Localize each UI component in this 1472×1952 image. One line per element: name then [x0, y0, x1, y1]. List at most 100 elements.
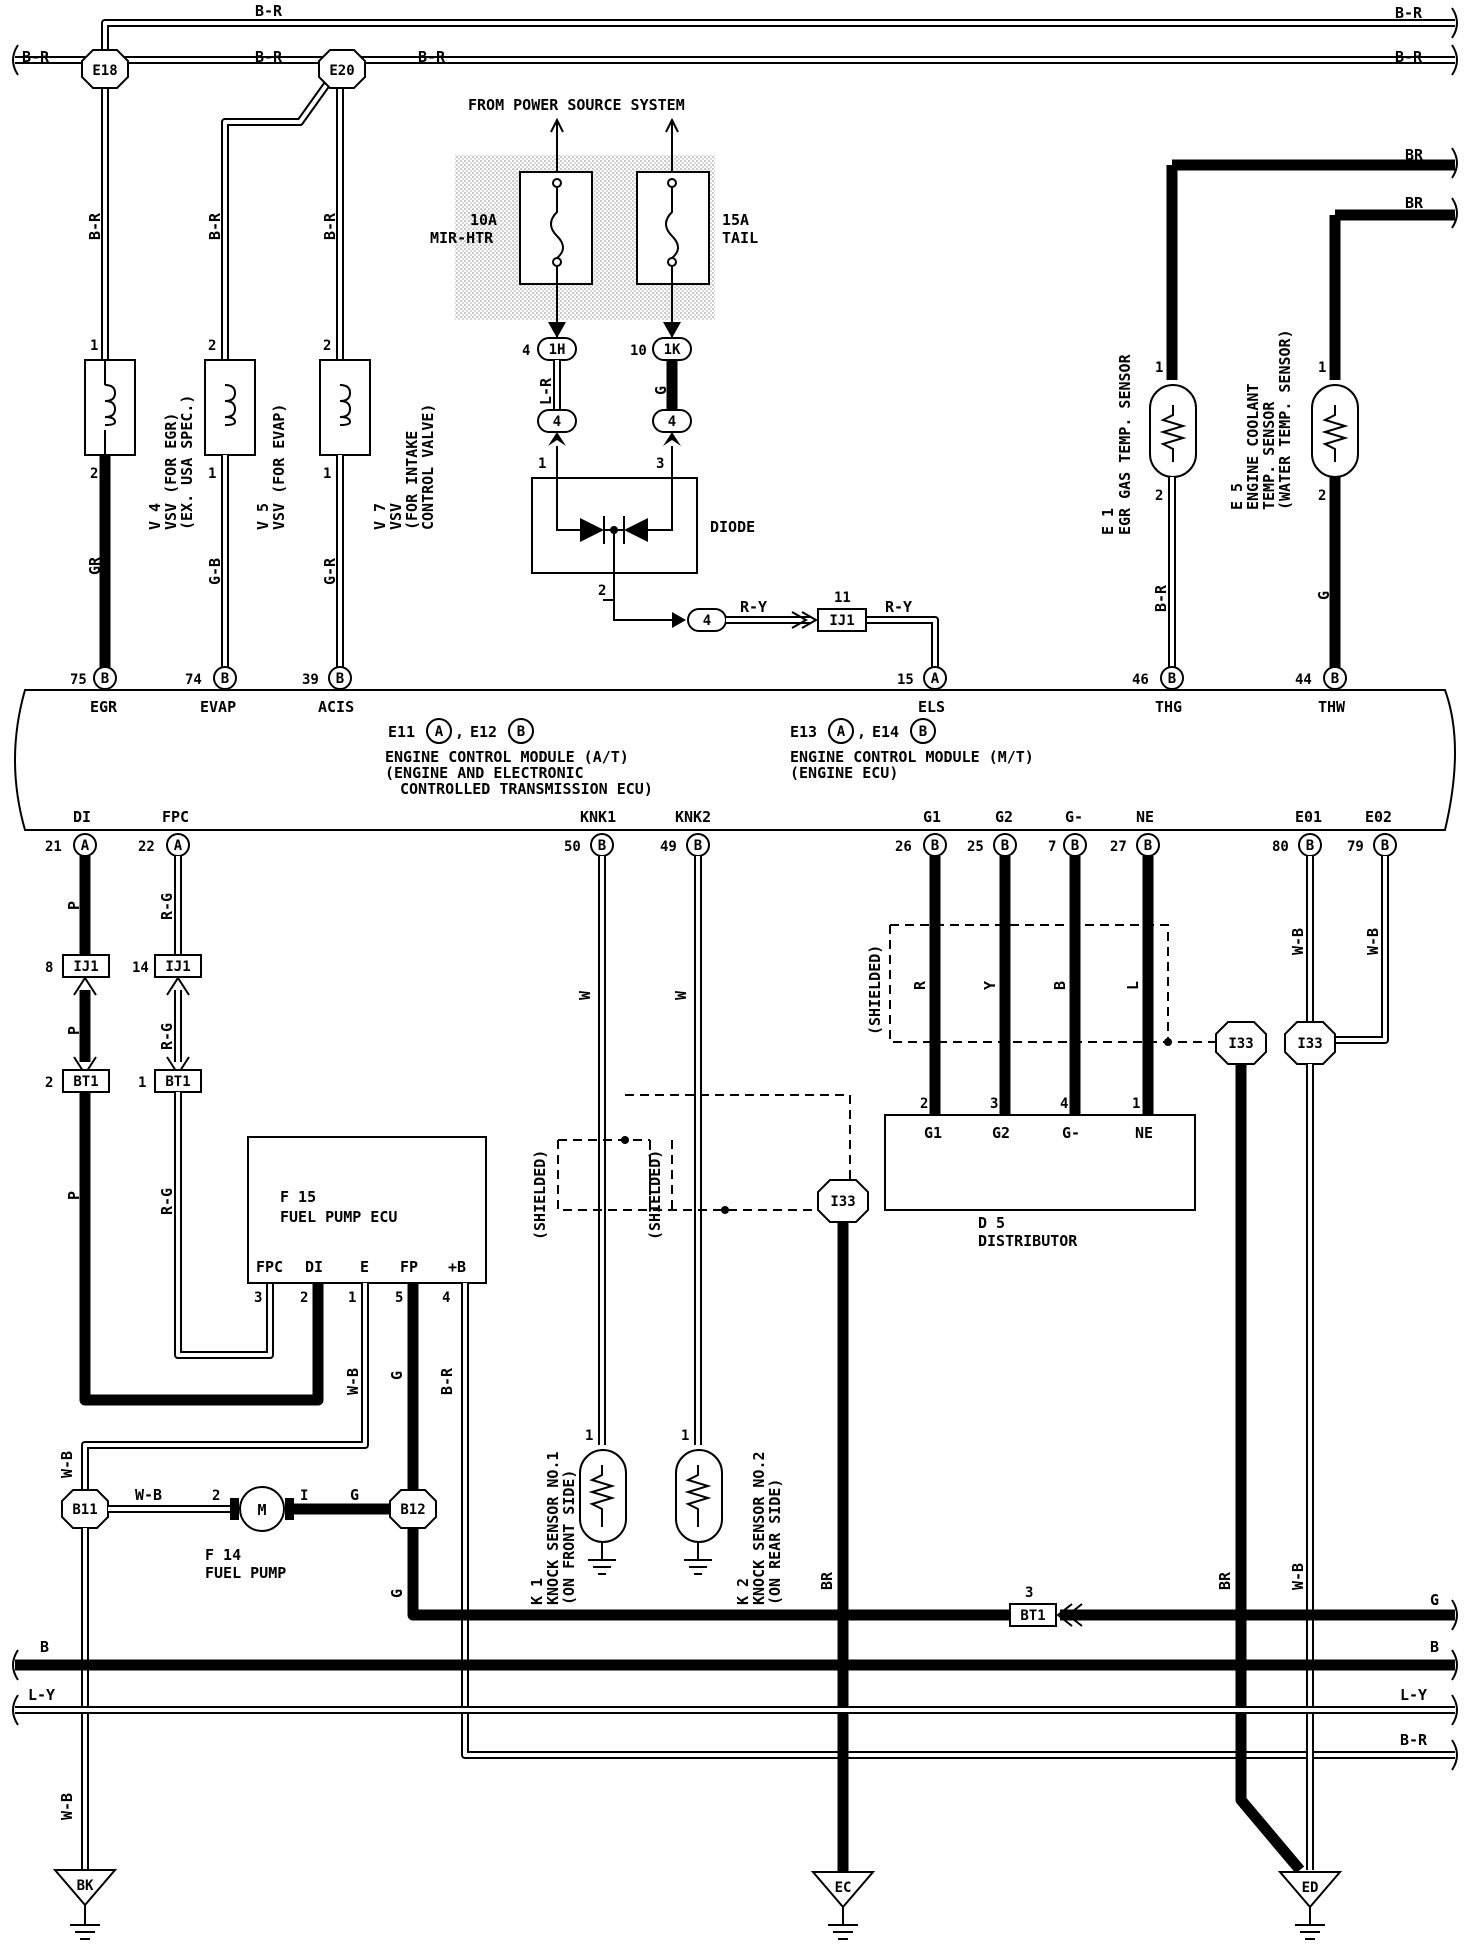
svg-text:49: 49 [660, 839, 677, 855]
svg-text:M: M [257, 1501, 266, 1519]
svg-text:DI: DI [305, 1258, 323, 1276]
connector-1k: 1K 10 [630, 337, 692, 361]
vsv-v4: 1 2 [84, 338, 136, 482]
wire-label-w1: W [576, 990, 594, 1000]
svg-text:2: 2 [1318, 488, 1326, 504]
svg-text:1: 1 [90, 338, 98, 354]
svg-text:B: B [517, 724, 525, 740]
wire-wb-e02 [1333, 856, 1389, 1044]
wire-g-to-bt1 [407, 1528, 1010, 1621]
fuse-feed-wires [556, 120, 673, 172]
svg-text:K 1: K 1 [528, 1578, 546, 1605]
connector-b11: B11 [61, 1489, 109, 1529]
wire-label-g-b12: G [388, 1589, 406, 1598]
svg-text:EVAP: EVAP [200, 698, 236, 716]
term-evap: B 74 EVAP [185, 666, 237, 716]
svg-text:DI: DI [73, 808, 91, 826]
term-di: DI A 21 [45, 808, 97, 857]
svg-text:2: 2 [1155, 488, 1163, 504]
fuse1-name: MIR-HTR [430, 229, 494, 247]
wire-label-wb-e01: W-B [1289, 928, 1307, 955]
label-v7: V 7 VSV (FOR INTAKE CONTROL VALVE) [371, 404, 437, 530]
connector-ij1-els: IJ1 11 [817, 590, 867, 632]
connector-i33-e0: I33 [1284, 1021, 1336, 1065]
wire-label-br2: BR [1405, 194, 1424, 212]
arrow-ry [791, 611, 819, 629]
svg-text:3: 3 [990, 1096, 998, 1112]
svg-text:8: 8 [45, 960, 53, 976]
svg-text:1: 1 [681, 1428, 689, 1444]
svg-text:2: 2 [920, 1096, 928, 1112]
fuse2-rating: 15A [722, 211, 749, 229]
svg-text:3: 3 [656, 456, 664, 472]
connector-4-ry: 4 [687, 608, 727, 632]
svg-text:NE: NE [1136, 808, 1154, 826]
wire-label-r: R [911, 980, 929, 990]
svg-text:V 5: V 5 [254, 503, 272, 530]
label-d5-id: D 5 [978, 1214, 1005, 1232]
svg-text:G1: G1 [923, 808, 941, 826]
svg-text:EGR GAS TEMP. SENSOR: EGR GAS TEMP. SENSOR [1116, 353, 1134, 535]
svg-text:E20: E20 [329, 63, 354, 79]
svg-text:+B: +B [448, 1258, 466, 1276]
wire-label-gr2: G-R [321, 557, 339, 585]
svg-text:ENGINE COOLANT: ENGINE COOLANT [1244, 384, 1262, 510]
svg-text:2: 2 [90, 466, 98, 482]
wire-label-lr: L-R [537, 377, 555, 405]
wire-label-wb-bk: W-B [58, 1793, 76, 1820]
svg-text:G1: G1 [924, 1124, 942, 1142]
wire-label-br-mid2: B-R [418, 48, 446, 66]
wire-label-br-ec: BR [818, 1571, 836, 1590]
shielded-label-1: (SHIELDED) [531, 1150, 549, 1240]
svg-text:V 7: V 7 [371, 503, 389, 530]
svg-text:1: 1 [1132, 1096, 1140, 1112]
svg-text:E: E [360, 1258, 369, 1276]
svg-text:F 15: F 15 [280, 1188, 316, 1206]
svg-text:11: 11 [834, 590, 851, 606]
svg-text:EC: EC [835, 1880, 852, 1896]
svg-text:A: A [435, 724, 444, 740]
svg-text:15: 15 [897, 672, 914, 688]
svg-text:B12: B12 [400, 1502, 425, 1518]
svg-text:TEMP. SENSOR: TEMP. SENSOR [1260, 401, 1278, 510]
svg-text:2: 2 [323, 338, 331, 354]
svg-text:75: 75 [70, 672, 87, 688]
svg-text:FUEL PUMP ECU: FUEL PUMP ECU [280, 1208, 397, 1226]
arrow-bt1-g [1056, 1603, 1083, 1627]
power-source-title: FROM POWER SOURCE SYSTEM [468, 96, 685, 114]
wire-label-l: L [1124, 981, 1142, 990]
svg-text:B: B [336, 671, 344, 687]
svg-text:B: B [694, 838, 702, 854]
knock-sensor-k1: 1 [579, 1428, 627, 1575]
svg-text:5: 5 [395, 1290, 403, 1306]
sensor-e1: 1 2 [1149, 360, 1197, 504]
svg-text:(FOR INTAKE: (FOR INTAKE [403, 431, 421, 530]
svg-text:KNOCK SENSOR NO.2: KNOCK SENSOR NO.2 [750, 1451, 768, 1605]
svg-text:BT1: BT1 [1020, 1608, 1045, 1624]
connector-bt1-g: BT1 3 [1009, 1585, 1057, 1627]
fuse-mir-htr [519, 171, 593, 285]
svg-text:14: 14 [132, 960, 149, 976]
svg-text:IJ1: IJ1 [73, 959, 98, 975]
svg-text:G-: G- [1062, 1124, 1080, 1142]
connector-bt1-fpc: BT1 1 [138, 1069, 202, 1093]
wire-label-rg1: R-G [158, 893, 176, 920]
wire-label-wb-e02: W-B [1364, 928, 1382, 955]
shield-knk [557, 1094, 851, 1211]
ground-ec: EC [810, 1871, 876, 1940]
svg-text:IJ1: IJ1 [829, 613, 854, 629]
label-v5: V 5 VSV (FOR EVAP) [254, 404, 288, 530]
svg-text:KNOCK SENSOR NO.1: KNOCK SENSOR NO.1 [544, 1451, 562, 1605]
svg-text:80: 80 [1272, 839, 1289, 855]
wire-label-gb: G-B [206, 558, 224, 585]
term-thw: B 44 THW [1295, 666, 1347, 716]
svg-text:B: B [1168, 671, 1176, 687]
svg-text:E 1: E 1 [1099, 508, 1117, 535]
connector-ij1-di: IJ1 8 [45, 954, 110, 978]
wire-label-p2: P [65, 1026, 83, 1035]
wire-ry [726, 616, 939, 668]
svg-text:4: 4 [553, 414, 561, 430]
svg-text:FPC: FPC [256, 1258, 283, 1276]
term-knk1: KNK1 B 50 [564, 808, 616, 857]
